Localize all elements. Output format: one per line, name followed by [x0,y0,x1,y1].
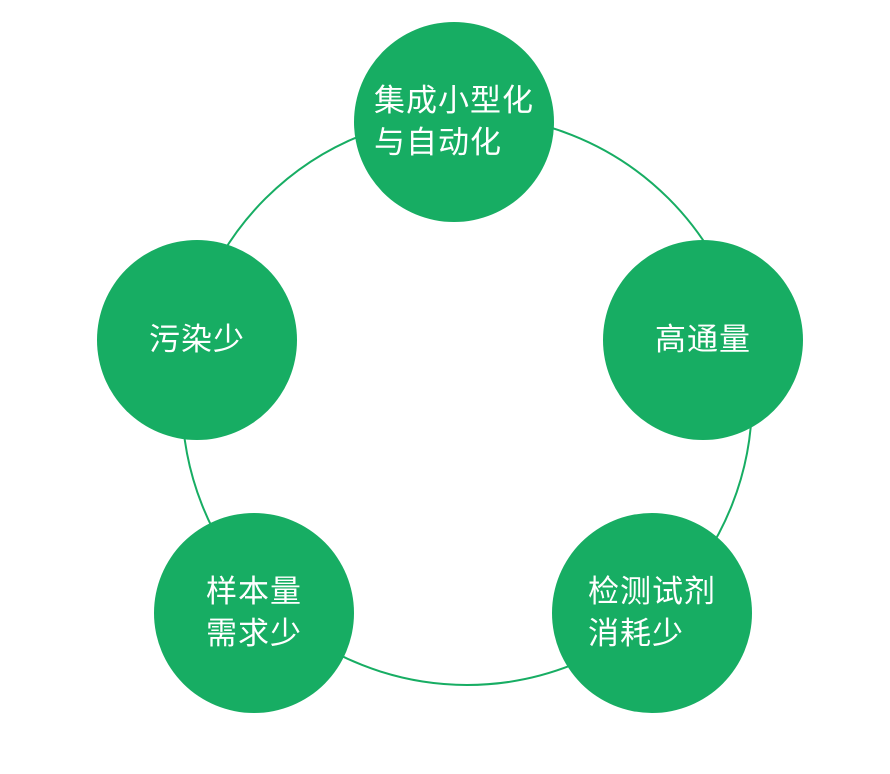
node-label-line: 需求少 [206,616,302,652]
node-label-line: 样本量 [206,574,302,610]
node-high-throughput: 高通量 [603,240,803,440]
node-integration-automation: 集成小型化 与自动化 [354,22,554,222]
node-label-line: 消耗少 [588,616,684,652]
node-low-reagent-consumption: 检测试剂 消耗少 [552,513,752,713]
node-integration-automation-label: 集成小型化 与自动化 [374,80,534,164]
node-label-line: 污染少 [149,322,245,358]
node-low-reagent-consumption-label: 检测试剂 消耗少 [588,571,716,655]
node-label-line: 高通量 [655,322,751,358]
node-low-pollution: 污染少 [97,240,297,440]
node-low-sample-requirement-label: 样本量 需求少 [206,571,302,655]
node-label-line: 与自动化 [374,125,502,161]
node-low-sample-requirement: 样本量 需求少 [154,513,354,713]
node-high-throughput-label: 高通量 [655,319,751,361]
node-label-line: 集成小型化 [374,83,534,119]
node-label-line: 检测试剂 [588,574,716,610]
node-low-pollution-label: 污染少 [149,319,245,361]
